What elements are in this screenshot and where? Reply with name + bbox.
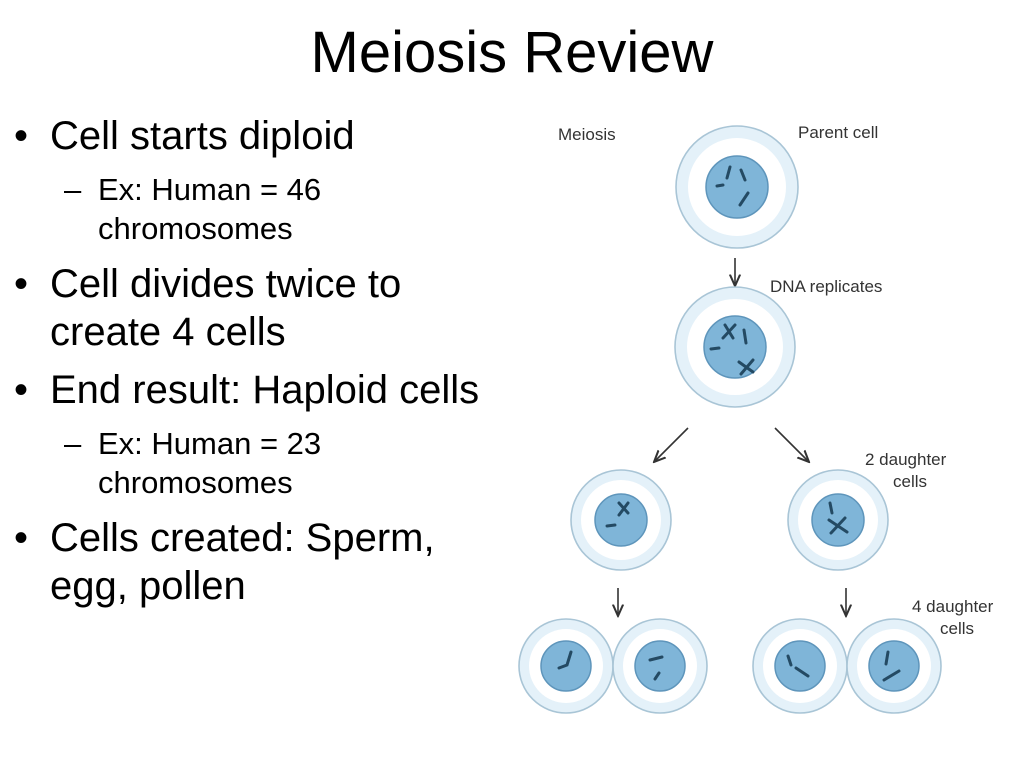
sub-bullet-item: – Ex: Human = 46 chromosomes — [64, 170, 514, 248]
sub-bullet-text: Ex: Human = 46 chromosomes — [98, 172, 322, 246]
bullet-list: • Cell starts diploid – Ex: Human = 46 c… — [14, 112, 514, 620]
bullet-item: • Cell starts diploid — [14, 112, 514, 160]
two-daughter-label-line1: 2 daughter — [865, 450, 947, 469]
down-left-arrow-icon — [654, 427, 689, 462]
diagram-heading: Meiosis — [558, 125, 616, 144]
granddaughter-cell — [518, 618, 614, 714]
sub-bullet-marker: – — [64, 426, 82, 461]
bullet-item: • Cells created: Sperm, egg, pollen — [14, 514, 514, 610]
granddaughter-cell — [846, 618, 942, 714]
two-daughter-label-line2: cells — [893, 472, 927, 491]
sub-bullet-text: Ex: Human = 23 chromosomes — [98, 426, 322, 500]
bullet-marker: • — [14, 368, 29, 412]
bullet-text: Cells created: Sperm, egg, pollen — [50, 516, 435, 608]
slide-title: Meiosis Review — [310, 20, 714, 85]
bullet-item: • Cell divides twice to create 4 cells — [14, 260, 514, 356]
parent-cell — [675, 125, 799, 249]
bullet-text: End result: Haploid cells — [50, 368, 480, 412]
bullet-marker: • — [14, 262, 29, 306]
parent-cell-label: Parent cell — [798, 123, 878, 142]
sub-bullet-item: – Ex: Human = 23 chromosomes — [64, 424, 514, 502]
four-daughter-label-line1: 4 daughter — [912, 597, 994, 616]
dna-replicates-label: DNA replicates — [770, 277, 882, 296]
daughter-cell — [570, 469, 672, 571]
granddaughter-cell — [612, 618, 708, 714]
bullet-marker: • — [14, 114, 29, 158]
down-right-arrow-icon — [774, 427, 809, 462]
replicated-cell — [674, 286, 796, 408]
bullet-text: Cell divides twice to create 4 cells — [50, 262, 402, 354]
sub-bullet-marker: – — [64, 172, 82, 207]
daughter-cell — [787, 469, 889, 571]
bullet-text: Cell starts diploid — [50, 114, 355, 158]
granddaughter-cell — [752, 618, 848, 714]
bullet-item: • End result: Haploid cells — [14, 366, 514, 414]
four-daughter-label-line2: cells — [940, 619, 974, 638]
bullet-marker: • — [14, 516, 29, 560]
